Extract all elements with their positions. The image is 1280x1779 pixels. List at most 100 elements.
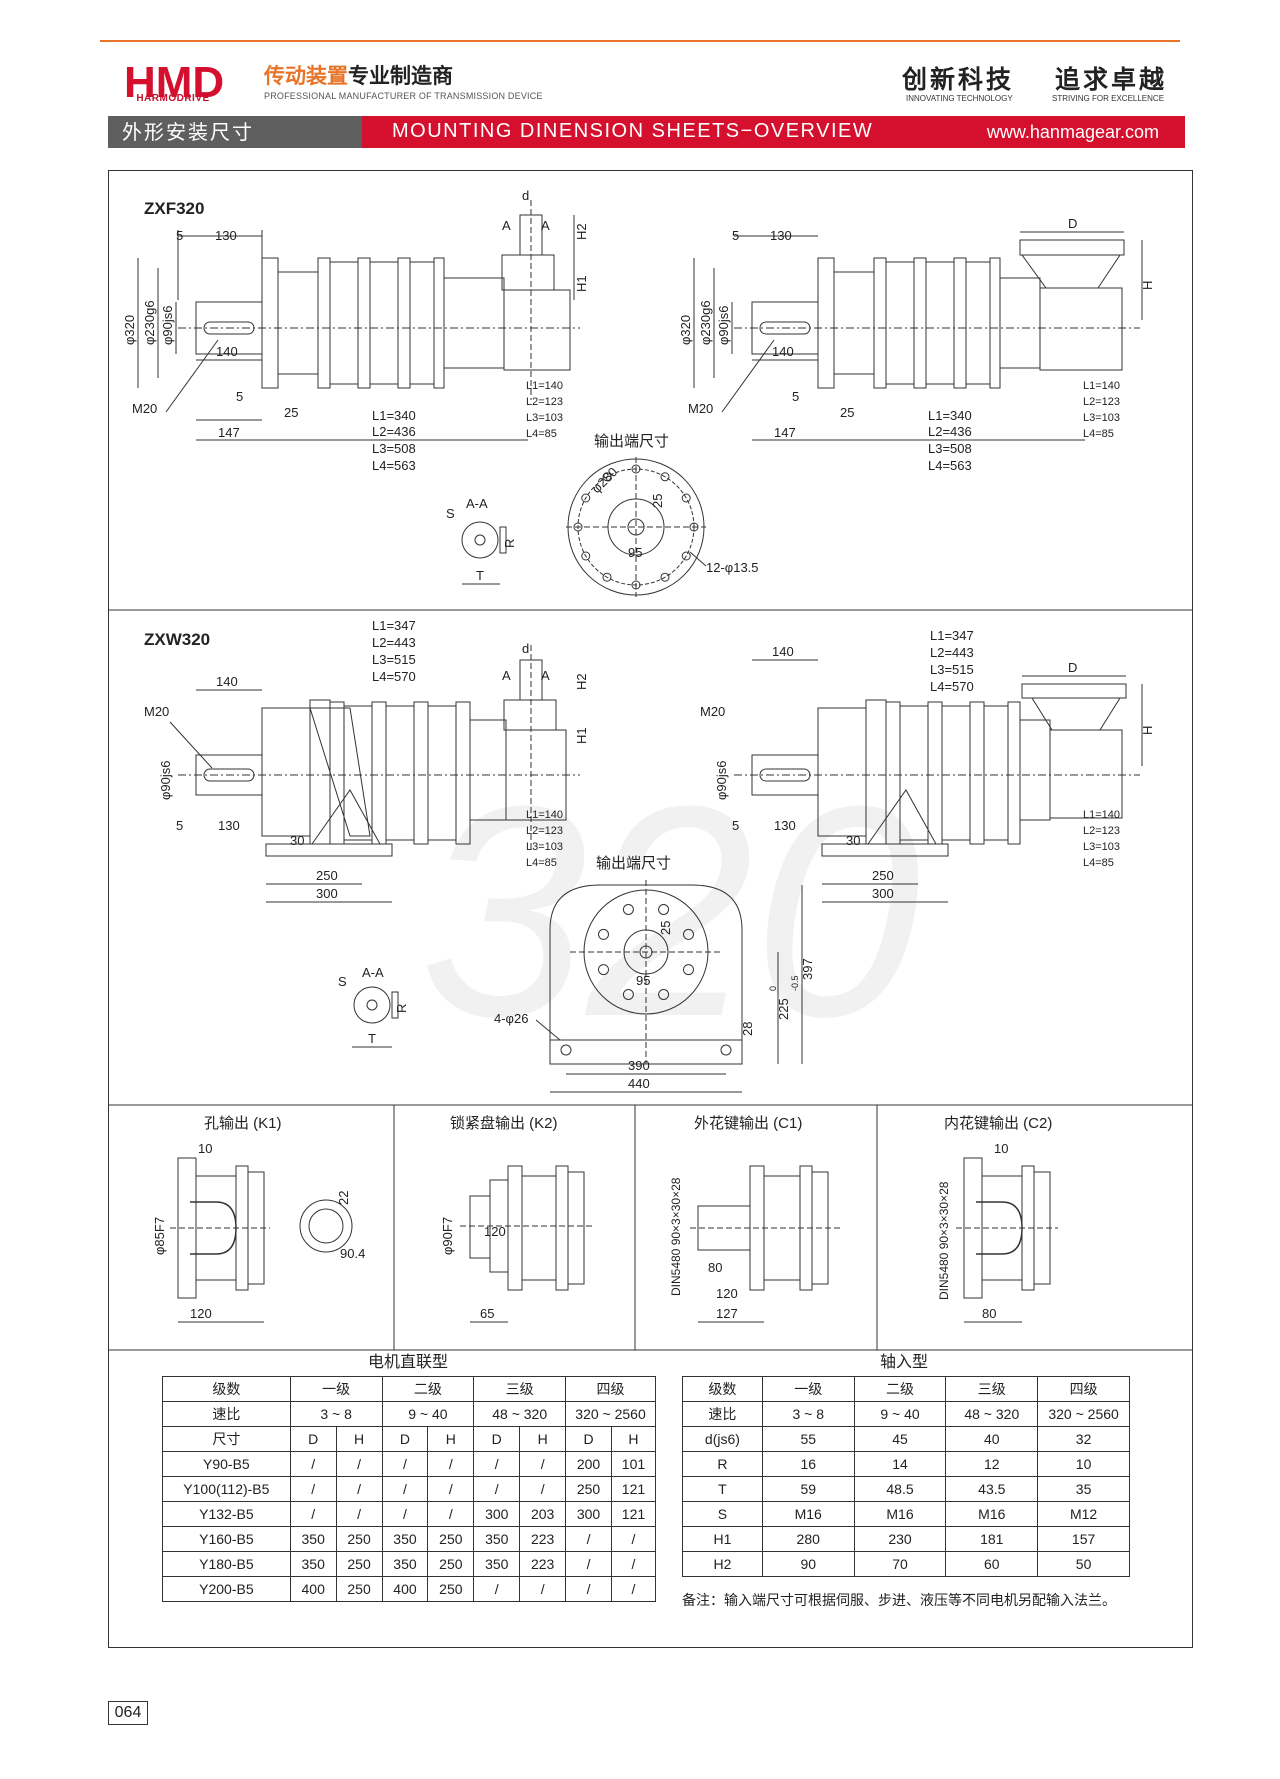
table-cell: 3 ~ 8 [761, 1401, 855, 1427]
bolt-hole [573, 522, 583, 532]
bolt-hole [660, 472, 670, 482]
motor-table-title: 电机直联型 [368, 1352, 448, 1371]
table-cell: / [610, 1551, 657, 1577]
table-cell: 40 [945, 1426, 1039, 1452]
foot-440: 440 [628, 1076, 650, 1091]
header-title-en: PROFESSIONAL MANUFACTURER OF TRANSMISSIO… [264, 91, 543, 101]
bolt-hole [581, 551, 591, 561]
bolt-hole [631, 464, 641, 474]
input-adapter [501, 254, 555, 291]
zxf-left-view: ZXF320 5 130 140 φ320 φ230g6 φ90js6 M20 … [122, 188, 589, 473]
table-cell: M16 [853, 1501, 947, 1527]
dim-130: 130 [215, 228, 237, 243]
dim-L4: L4=570 [372, 669, 416, 684]
table-cell: 320 ~ 2560 [565, 1401, 656, 1427]
dim-Ls1: L1=140 [526, 380, 563, 392]
title-cn-main: 专业制造商 [348, 64, 453, 88]
section-banner: MOUNTING DINENSION SHEETS−OVERVIEW www.h… [362, 116, 1185, 148]
section-aa-label: A-A [466, 496, 488, 511]
dim-130: 130 [770, 228, 792, 243]
table-cell: 59 [761, 1476, 855, 1502]
table-cell: 250 [427, 1576, 475, 1602]
flange-25: 25 [650, 494, 665, 508]
table-cell: / [610, 1526, 657, 1552]
table-cell: / [519, 1451, 567, 1477]
dim-L2: L2=436 [372, 424, 416, 439]
title-cn-accent: 传动装置 [264, 64, 348, 88]
table-cell: 203 [519, 1501, 567, 1527]
dim-L1: L1=347 [372, 618, 416, 633]
table-cell: / [335, 1476, 383, 1502]
table-cell: / [427, 1501, 475, 1527]
bolt-hole [598, 928, 610, 940]
dim-Ls2: L2=123 [526, 396, 563, 408]
dim-Ls2: L2=123 [1083, 396, 1120, 408]
dim-L2: L2=443 [930, 645, 974, 660]
c1-spline: DIN5480 90×3×30×28 [669, 1177, 683, 1296]
flange-dia: φ280 [589, 464, 621, 496]
slogan-1: 创新科技 [902, 65, 1015, 94]
k2-120: 120 [484, 1224, 506, 1239]
table-cell: / [473, 1451, 521, 1477]
dim-h1: H1 [574, 275, 589, 292]
table-cell: H [519, 1426, 567, 1452]
table-cell: 400 [381, 1576, 429, 1602]
dim-Ls3: L3=103 [526, 841, 563, 853]
c1-127: 127 [716, 1306, 738, 1321]
k1-title: 孔输出 (K1) [204, 1115, 282, 1132]
table-cell: S [682, 1501, 763, 1527]
dim-m20: M20 [688, 401, 713, 416]
table-cell: 350 [381, 1551, 429, 1577]
dim-L3: L3=508 [928, 441, 972, 456]
header-rule [100, 40, 1180, 42]
dim-h2: H2 [574, 673, 589, 690]
table-cell: / [427, 1476, 475, 1502]
table-cell: 250 [335, 1526, 383, 1552]
table-cell: 157 [1037, 1526, 1130, 1552]
section-aa-label: A-A [362, 965, 384, 980]
table-cell: 45 [853, 1426, 947, 1452]
section-t: T [476, 568, 484, 583]
table-cell: / [565, 1576, 612, 1602]
dim-Ls2: L2=123 [1083, 825, 1120, 837]
table-cell: 3 ~ 8 [289, 1401, 383, 1427]
dim-L2: L2=436 [928, 424, 972, 439]
table-cell: Y200-B5 [162, 1576, 291, 1602]
bolt-hole [598, 964, 610, 976]
table-cell: 16 [761, 1451, 855, 1477]
table-cell: 一级 [761, 1376, 855, 1402]
table-cell: 速比 [682, 1401, 763, 1427]
dim-30: 30 [290, 833, 304, 848]
dim-Ls3: L3=103 [1083, 841, 1120, 853]
output-k2: 锁紧盘输出 (K2) φ90F7 120 65 [440, 1114, 594, 1323]
motor-flange [1021, 254, 1121, 289]
table-cell: 60 [945, 1551, 1039, 1577]
output-c2: 内花键输出 (C2) 10 DIN5480 90×3×30×28 80 [937, 1115, 1058, 1323]
section-r: R [394, 1004, 409, 1013]
output-k1: 孔输出 (K1) 10 φ85F7 22 90.4 120 [152, 1115, 365, 1323]
table-cell: 43.5 [945, 1476, 1039, 1502]
table-cell: / [381, 1501, 429, 1527]
dim-5b: 5 [792, 389, 799, 404]
dim-25: 25 [840, 405, 854, 420]
bolt-hole [682, 928, 694, 940]
dim-dia320: φ320 [678, 315, 693, 345]
dim-130: 130 [218, 818, 240, 833]
k1-120: 120 [190, 1306, 212, 1321]
section-r: R [502, 539, 517, 548]
table-cell: / [519, 1476, 567, 1502]
table-cell: Y180-B5 [162, 1551, 291, 1577]
table-cell: / [473, 1476, 521, 1502]
website-link[interactable]: www.hanmagear.com [986, 122, 1159, 142]
table-cell: 350 [381, 1526, 429, 1552]
section-s: S [446, 506, 455, 521]
dim-5: 5 [176, 228, 183, 243]
header-title-cn: 传动装置专业制造商 [264, 60, 453, 90]
table-cell: d(js6) [682, 1426, 763, 1452]
table-cell: 350 [289, 1526, 337, 1552]
foot-225-tol-bot: -0.5 [790, 975, 800, 991]
dim-L3: L3=515 [372, 652, 416, 667]
table-cell: 101 [610, 1451, 657, 1477]
